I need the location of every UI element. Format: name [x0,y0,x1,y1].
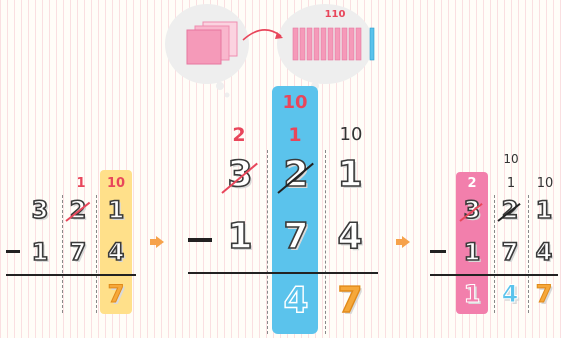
column-divider [267,150,268,334]
answer-ones: 7 [532,280,556,308]
borrow-ones: 10 [532,176,558,191]
borrow-ones: 10 [334,124,368,145]
minus-sign [188,238,212,242]
column-divider [62,195,63,313]
row2-tens: 7 [278,216,314,257]
minus-sign [6,250,20,253]
bubble-graphic [165,0,395,100]
row2-hundreds: 1 [28,238,52,266]
top-tens-label: 10 [498,152,524,166]
borrow-hundreds: 2 [226,124,252,146]
borrow-ones: 10 [102,176,130,191]
sum-line [430,274,558,276]
minus-sign [430,250,446,253]
column-divider [96,195,97,313]
row1-ones: 1 [332,154,368,195]
row1-ones: 1 [532,196,556,224]
answer-hundreds: 1 [460,280,484,308]
borrow-tens: 1 [70,176,92,191]
row2-ones: 4 [532,238,556,266]
borrow-hundreds: 2 [460,176,484,191]
row2-tens: 7 [498,238,522,266]
row2-ones: 4 [104,238,128,266]
column-divider [325,150,326,334]
top-tens-label: 10 [276,92,314,113]
row1-hundreds: 3 [28,196,52,224]
row2-hundreds: 1 [460,238,484,266]
borrow-tens: 1 [500,176,522,191]
row2-ones: 4 [332,216,368,257]
row2-hundreds: 1 [222,216,258,257]
answer-ones: 7 [332,280,368,321]
answer-tens: 4 [278,280,314,321]
column-divider [494,195,495,313]
answer-ones: 7 [104,280,128,308]
row2-tens: 7 [66,238,90,266]
row1-ones: 1 [104,196,128,224]
borrow-tens: 1 [282,124,308,146]
bubble-label: 110 [315,9,355,20]
column-divider [528,195,529,313]
sum-line [6,274,136,276]
sum-line [188,272,378,274]
answer-tens: 4 [498,280,522,308]
